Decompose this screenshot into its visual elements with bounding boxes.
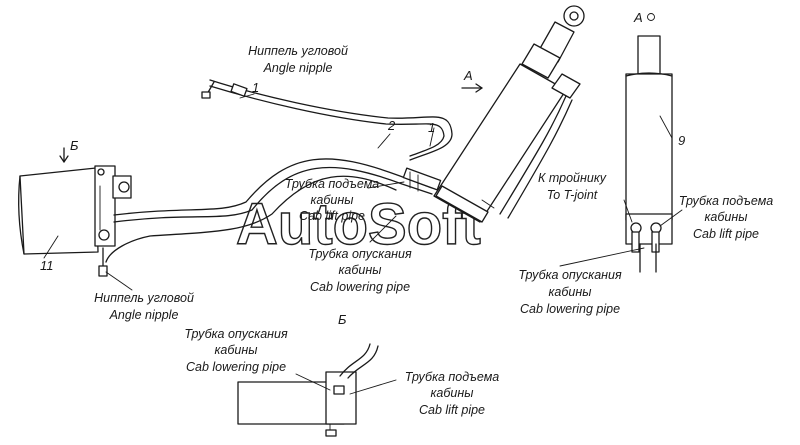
lift-cylinder-main <box>433 5 585 223</box>
view-b-arrow-label: Б <box>70 138 79 153</box>
callout-2: 2 <box>387 118 396 133</box>
label-tee: К тройнику To T-joint <box>538 171 607 202</box>
valve-block-view-b <box>237 343 379 437</box>
angle-nipple-top <box>201 81 248 99</box>
label-lift-pipe-right: Трубка подъема кабины Cab lift pipe <box>679 194 774 241</box>
label-lowering-pipe-center: Трубка опускания кабины Cab lowering pip… <box>308 247 412 294</box>
view-a-title: А <box>633 10 643 25</box>
svg-text:Cab lowering pipe: Cab lowering pipe <box>520 302 620 316</box>
view-b-title: Б <box>338 312 347 327</box>
svg-text:кабины: кабины <box>705 210 748 224</box>
label-angle-nipple-bottom: Ниппель угловой Angle nipple <box>94 291 194 322</box>
svg-text:Трубка подъема: Трубка подъема <box>405 370 500 384</box>
svg-text:Cab lift pipe: Cab lift pipe <box>419 403 485 417</box>
svg-text:Angle nipple: Angle nipple <box>263 61 333 75</box>
svg-text:кабины: кабины <box>431 386 474 400</box>
svg-text:Angle nipple: Angle nipple <box>109 308 179 322</box>
pipes <box>105 79 453 263</box>
label-lift-pipe-bottom: Трубка подъема кабины Cab lift pipe <box>405 370 500 417</box>
callout-9: 9 <box>678 133 685 148</box>
label-lowering-pipe-right: Трубка опускания кабины Cab lowering pip… <box>518 268 622 316</box>
svg-text:Трубка опускания: Трубка опускания <box>308 247 412 261</box>
label-lowering-pipe-bottom: Трубка опускания кабины Cab lowering pip… <box>184 327 288 374</box>
svg-text:Трубка подъема: Трубка подъема <box>285 177 380 191</box>
svg-text:Трубка подъема: Трубка подъема <box>679 194 774 208</box>
svg-text:Трубка опускания: Трубка опускания <box>184 327 288 341</box>
svg-text:кабины: кабины <box>311 193 354 207</box>
pump-assembly <box>18 165 132 277</box>
svg-text:Трубка опускания: Трубка опускания <box>518 268 622 282</box>
callout-1-top: 1 <box>252 80 259 95</box>
label-angle-nipple-top: Ниппель угловой Angle nipple <box>248 44 348 75</box>
label-lift-pipe-center: Трубка подъема кабины Cab lift pipe <box>285 177 380 223</box>
svg-text:Ниппель угловой: Ниппель угловой <box>94 291 194 305</box>
view-a-arrow-label: А <box>463 68 473 83</box>
watermark: AutoSoft <box>236 192 481 257</box>
view-b-arrow: Б <box>59 138 79 163</box>
svg-text:Cab lowering pipe: Cab lowering pipe <box>310 280 410 294</box>
lift-cylinder-view-a <box>625 35 673 273</box>
svg-text:кабины: кабины <box>215 343 258 357</box>
view-a-arrow: А <box>461 68 483 93</box>
svg-text:Cab lift pipe: Cab lift pipe <box>693 227 759 241</box>
svg-text:Ниппель угловой: Ниппель угловой <box>248 44 348 58</box>
svg-text:Cab lift pipe: Cab lift pipe <box>299 209 365 223</box>
view-a-title-mark <box>647 13 655 21</box>
svg-text:кабины: кабины <box>339 263 382 277</box>
svg-text:Cab lowering pipe: Cab lowering pipe <box>186 360 286 374</box>
leader-lines <box>105 93 683 395</box>
svg-text:К тройнику: К тройнику <box>538 171 607 185</box>
callout-11: 11 <box>40 258 54 273</box>
svg-text:кабины: кабины <box>549 285 592 299</box>
svg-text:To T-joint: To T-joint <box>547 188 598 202</box>
callout-1-mid: 1 <box>428 120 435 135</box>
